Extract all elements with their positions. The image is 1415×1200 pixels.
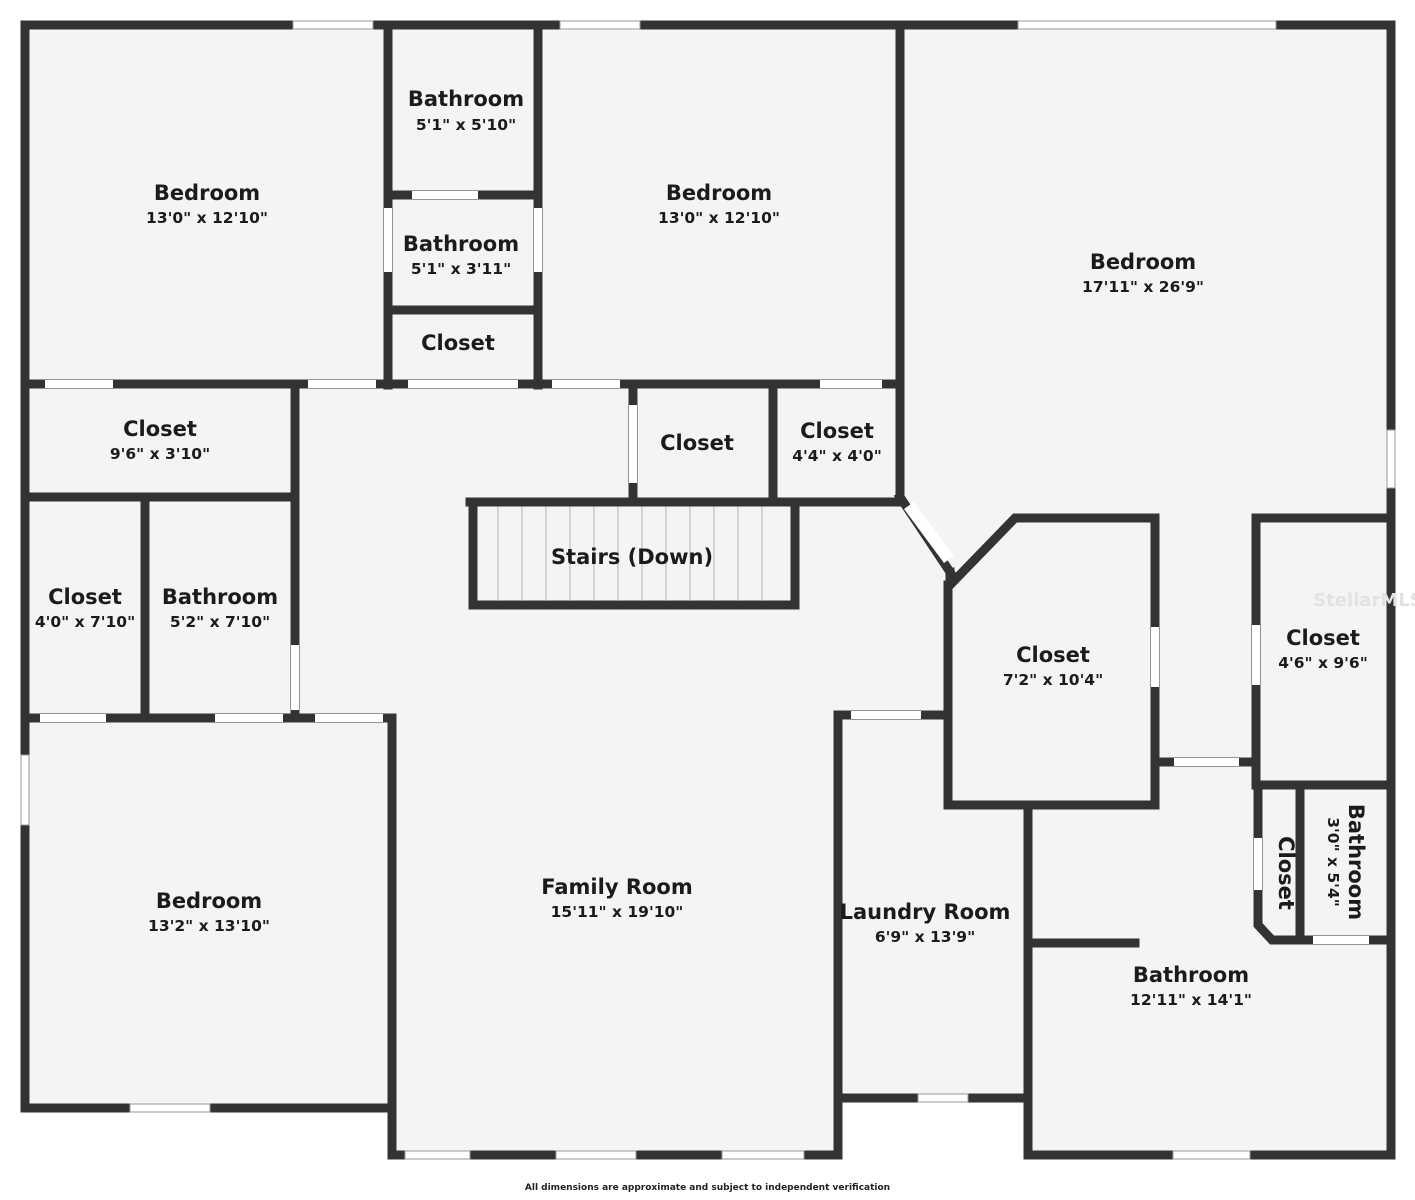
room-dim-bathroom-rotated: 3'0" x 5'4": [1324, 817, 1342, 907]
room-dim-laundry-room: 6'9" x 13'9": [875, 928, 975, 946]
room-dim-closet-wide: 9'6" x 3'10": [110, 445, 210, 463]
room-dim-closet-4x4: 4'4" x 4'0": [792, 447, 882, 465]
room-dim-closet-walkin: 7'2" x 10'4": [1003, 671, 1103, 689]
room-name-closet-4x4: Closet: [800, 419, 874, 443]
openings: [20, 20, 1396, 1160]
room-name-bathroom-rotated: Bathroom: [1344, 804, 1368, 920]
room-dim-bedroom-n: 13'0" x 12'10": [658, 209, 780, 227]
room-dim-closet-west: 4'0" x 7'10": [35, 613, 135, 631]
room-name-bedroom-nw: Bedroom: [154, 181, 260, 205]
room-dim-bathroom-mid: 5'1" x 3'11": [411, 260, 511, 278]
room-name-bathroom-west: Bathroom: [162, 585, 278, 609]
room-dim-family-room: 15'11" x 19'10": [551, 903, 684, 921]
room-name-bedroom-n: Bedroom: [666, 181, 772, 205]
room-name-closet-east: Closet: [1286, 626, 1360, 650]
room-name-bedroom-ne: Bedroom: [1090, 250, 1196, 274]
room-name-bathroom-top: Bathroom: [408, 87, 524, 111]
room-name-closet-walkin: Closet: [1016, 643, 1090, 667]
room-name-closet-wide: Closet: [123, 417, 197, 441]
room-dim-bathroom-top: 5'1" x 5'10": [416, 116, 516, 134]
room-name-family-room: Family Room: [541, 875, 692, 899]
room-labels: Bedroom 13'0" x 12'10" Bathroom 5'1" x 5…: [35, 87, 1368, 1009]
room-name-bathroom-mid: Bathroom: [403, 232, 519, 256]
room-dim-closet-east: 4'6" x 9'6": [1278, 654, 1368, 672]
room-dim-bathroom-master: 12'11" x 14'1": [1130, 991, 1252, 1009]
disclaimer: All dimensions are approximate and subje…: [524, 1183, 891, 1193]
room-name-stairs: Stairs (Down): [551, 545, 713, 569]
room-name-bathroom-master: Bathroom: [1133, 963, 1249, 987]
room-dim-bedroom-ne: 17'11" x 26'9": [1082, 278, 1204, 296]
room-dim-bedroom-nw: 13'0" x 12'10": [146, 209, 268, 227]
stair-treads: [497, 507, 763, 601]
room-name-bedroom-sw: Bedroom: [156, 889, 262, 913]
room-name-closet-small-top: Closet: [421, 331, 495, 355]
room-dim-bedroom-sw: 13'2" x 13'10": [148, 917, 270, 935]
room-name-closet-center: Closet: [660, 431, 734, 455]
room-name-closet-rotated: Closet: [1274, 836, 1298, 910]
watermark: StellarMLS: [1313, 590, 1415, 611]
floor: [25, 25, 1391, 1155]
room-name-laundry-room: Laundry Room: [840, 900, 1011, 924]
room-name-closet-west: Closet: [48, 585, 122, 609]
room-dim-bathroom-west: 5'2" x 7'10": [170, 613, 270, 631]
